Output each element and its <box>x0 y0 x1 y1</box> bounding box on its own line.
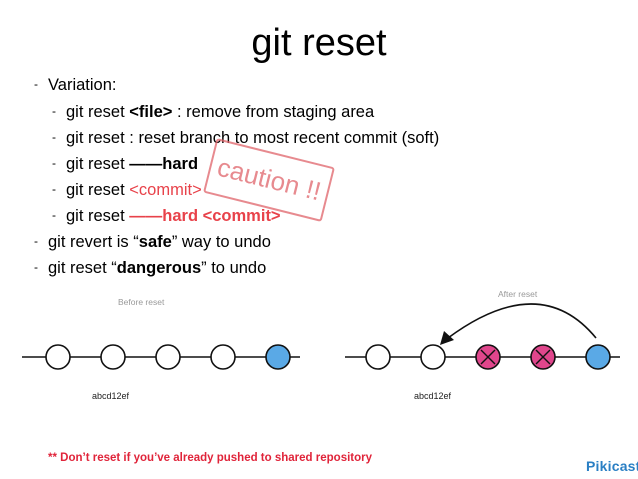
before-head-commit <box>265 344 291 370</box>
before-commit-1 <box>45 344 71 370</box>
slide-title: git reset <box>251 22 387 64</box>
bullet-variation: -Variation: <box>34 76 117 94</box>
before-commit-hash: abcd12ef <box>92 391 130 401</box>
warning-note: ** Don’t reset if you’ve already pushed … <box>48 452 373 464</box>
pikicast-logo: Pikicast <box>586 458 638 474</box>
reset-arrow <box>447 303 597 339</box>
after-head-commit <box>585 344 611 370</box>
before-commit-3 <box>155 344 181 370</box>
sub-bullet-reset-commit: -git reset <commit> <box>52 181 202 199</box>
bullet-list: -Variation: -git reset <file> : remove f… <box>34 76 440 277</box>
bullet-reset-dangerous: -git reset “dangerous” to undo <box>34 259 267 277</box>
bullet-revert: -git revert is “safe” way to undo <box>34 233 271 251</box>
after-commit-1 <box>365 344 391 370</box>
sub-bullet-reset-soft: -git reset : reset branch to most recent… <box>52 129 440 147</box>
reset-arrowhead <box>440 331 454 345</box>
sub-bullet-reset-file: -git reset <file> : remove from staging … <box>52 103 375 121</box>
before-commit-4 <box>210 344 236 370</box>
removed-commit-1 <box>475 344 501 370</box>
sub-bullet-reset-hard: -git reset ——hard <box>52 155 199 173</box>
sub-bullet-reset-hard-commit: -git reset ——hard <commit> <box>52 207 281 225</box>
removed-commit-2 <box>530 344 556 370</box>
before-commit-2 <box>100 344 126 370</box>
after-commit-2 <box>420 344 446 370</box>
after-reset-label: After reset <box>498 289 538 299</box>
before-reset-label: Before reset <box>118 297 165 307</box>
after-commit-hash: abcd12ef <box>414 391 452 401</box>
